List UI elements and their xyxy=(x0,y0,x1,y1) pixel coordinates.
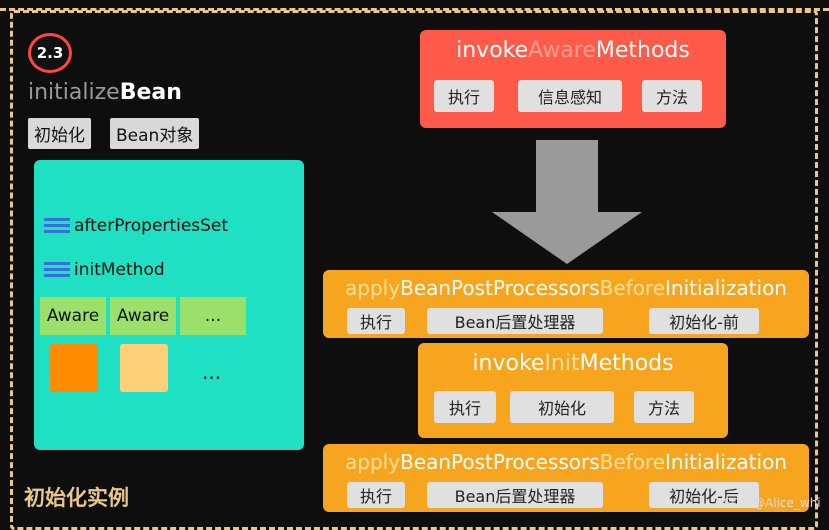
tag-initialize: 初始化 xyxy=(28,118,91,149)
method-row-init-method: initMethod xyxy=(44,260,165,280)
head-part: BeanPostProcessors xyxy=(400,450,600,474)
chip-execute: 执行 xyxy=(347,308,405,334)
after-initialization-heading: applyBeanPostProcessorsBeforeInitializat… xyxy=(323,450,809,474)
chip-before-init: 初始化-前 xyxy=(649,308,759,334)
chip-execute: 执行 xyxy=(434,80,494,112)
head-part: BeanPostProcessors xyxy=(400,276,600,300)
top-dashed-border xyxy=(0,0,829,11)
method-after-properties-set: afterPropertiesSet xyxy=(74,216,229,236)
chip-method: 方法 xyxy=(634,391,694,423)
after-initialization-box: applyBeanPostProcessorsBeforeInitializat… xyxy=(323,444,809,512)
step-badge: 2.3 xyxy=(28,33,72,73)
head-part: Initialization xyxy=(665,450,787,474)
head-part: apply xyxy=(345,450,401,474)
tag-bean-object: Bean对象 xyxy=(110,118,200,149)
aware-cell-1: Aware xyxy=(40,297,106,335)
method-row-after-properties-set: afterPropertiesSet xyxy=(44,216,228,236)
invoke-init-methods-box: invokeInitMethods 执行 初始化 方法 xyxy=(418,343,728,438)
head-part: Methods xyxy=(579,351,674,376)
aware-cell-more: ... xyxy=(180,297,246,335)
head-part: apply xyxy=(345,276,401,300)
chip-execute: 执行 xyxy=(347,482,405,508)
chip-bean-post-processor: Bean后置处理器 xyxy=(427,482,603,508)
watermark: CSDN @Alice_whi xyxy=(715,496,821,510)
head-part: Before xyxy=(599,450,666,474)
before-initialization-heading: applyBeanPostProcessorsBeforeInitializat… xyxy=(323,276,809,300)
method-init-method: initMethod xyxy=(74,260,165,280)
footer-label: 初始化实例 xyxy=(24,486,129,510)
chip-execute: 执行 xyxy=(434,391,496,423)
head-part: invoke xyxy=(472,351,545,376)
title-suffix: Bean xyxy=(119,80,182,105)
list-icon xyxy=(44,218,70,233)
chip-bean-post-processor: Bean后置处理器 xyxy=(427,308,603,334)
head-part: Init xyxy=(544,351,580,376)
head-part: Aware xyxy=(528,38,596,63)
orange-square xyxy=(50,344,98,392)
invoke-aware-methods-heading: invokeAwareMethods xyxy=(420,38,726,63)
chip-after-init: 初始化-后 xyxy=(649,482,759,508)
head-part: invoke xyxy=(456,38,529,63)
invoke-init-methods-heading: invokeInitMethods xyxy=(418,351,728,376)
head-part: Initialization xyxy=(665,276,787,300)
chip-initialize: 初始化 xyxy=(510,391,614,423)
aware-cell-2: Aware xyxy=(110,297,176,335)
down-arrow-icon xyxy=(492,140,642,264)
section-title: initializeBean xyxy=(28,80,182,105)
head-part: Methods xyxy=(595,38,690,63)
head-part: Before xyxy=(599,276,666,300)
init-instance-panel: afterPropertiesSet initMethod Aware Awar… xyxy=(34,160,304,450)
chip-info-aware: 信息感知 xyxy=(518,80,622,112)
light-orange-square xyxy=(120,344,168,392)
chip-method: 方法 xyxy=(642,80,702,112)
invoke-aware-methods-box: invokeAwareMethods 执行 信息感知 方法 xyxy=(420,30,726,128)
list-icon xyxy=(44,262,70,277)
before-initialization-box: applyBeanPostProcessorsBeforeInitializat… xyxy=(323,270,809,338)
title-prefix: initialize xyxy=(28,80,120,105)
square-more: ... xyxy=(202,360,222,384)
